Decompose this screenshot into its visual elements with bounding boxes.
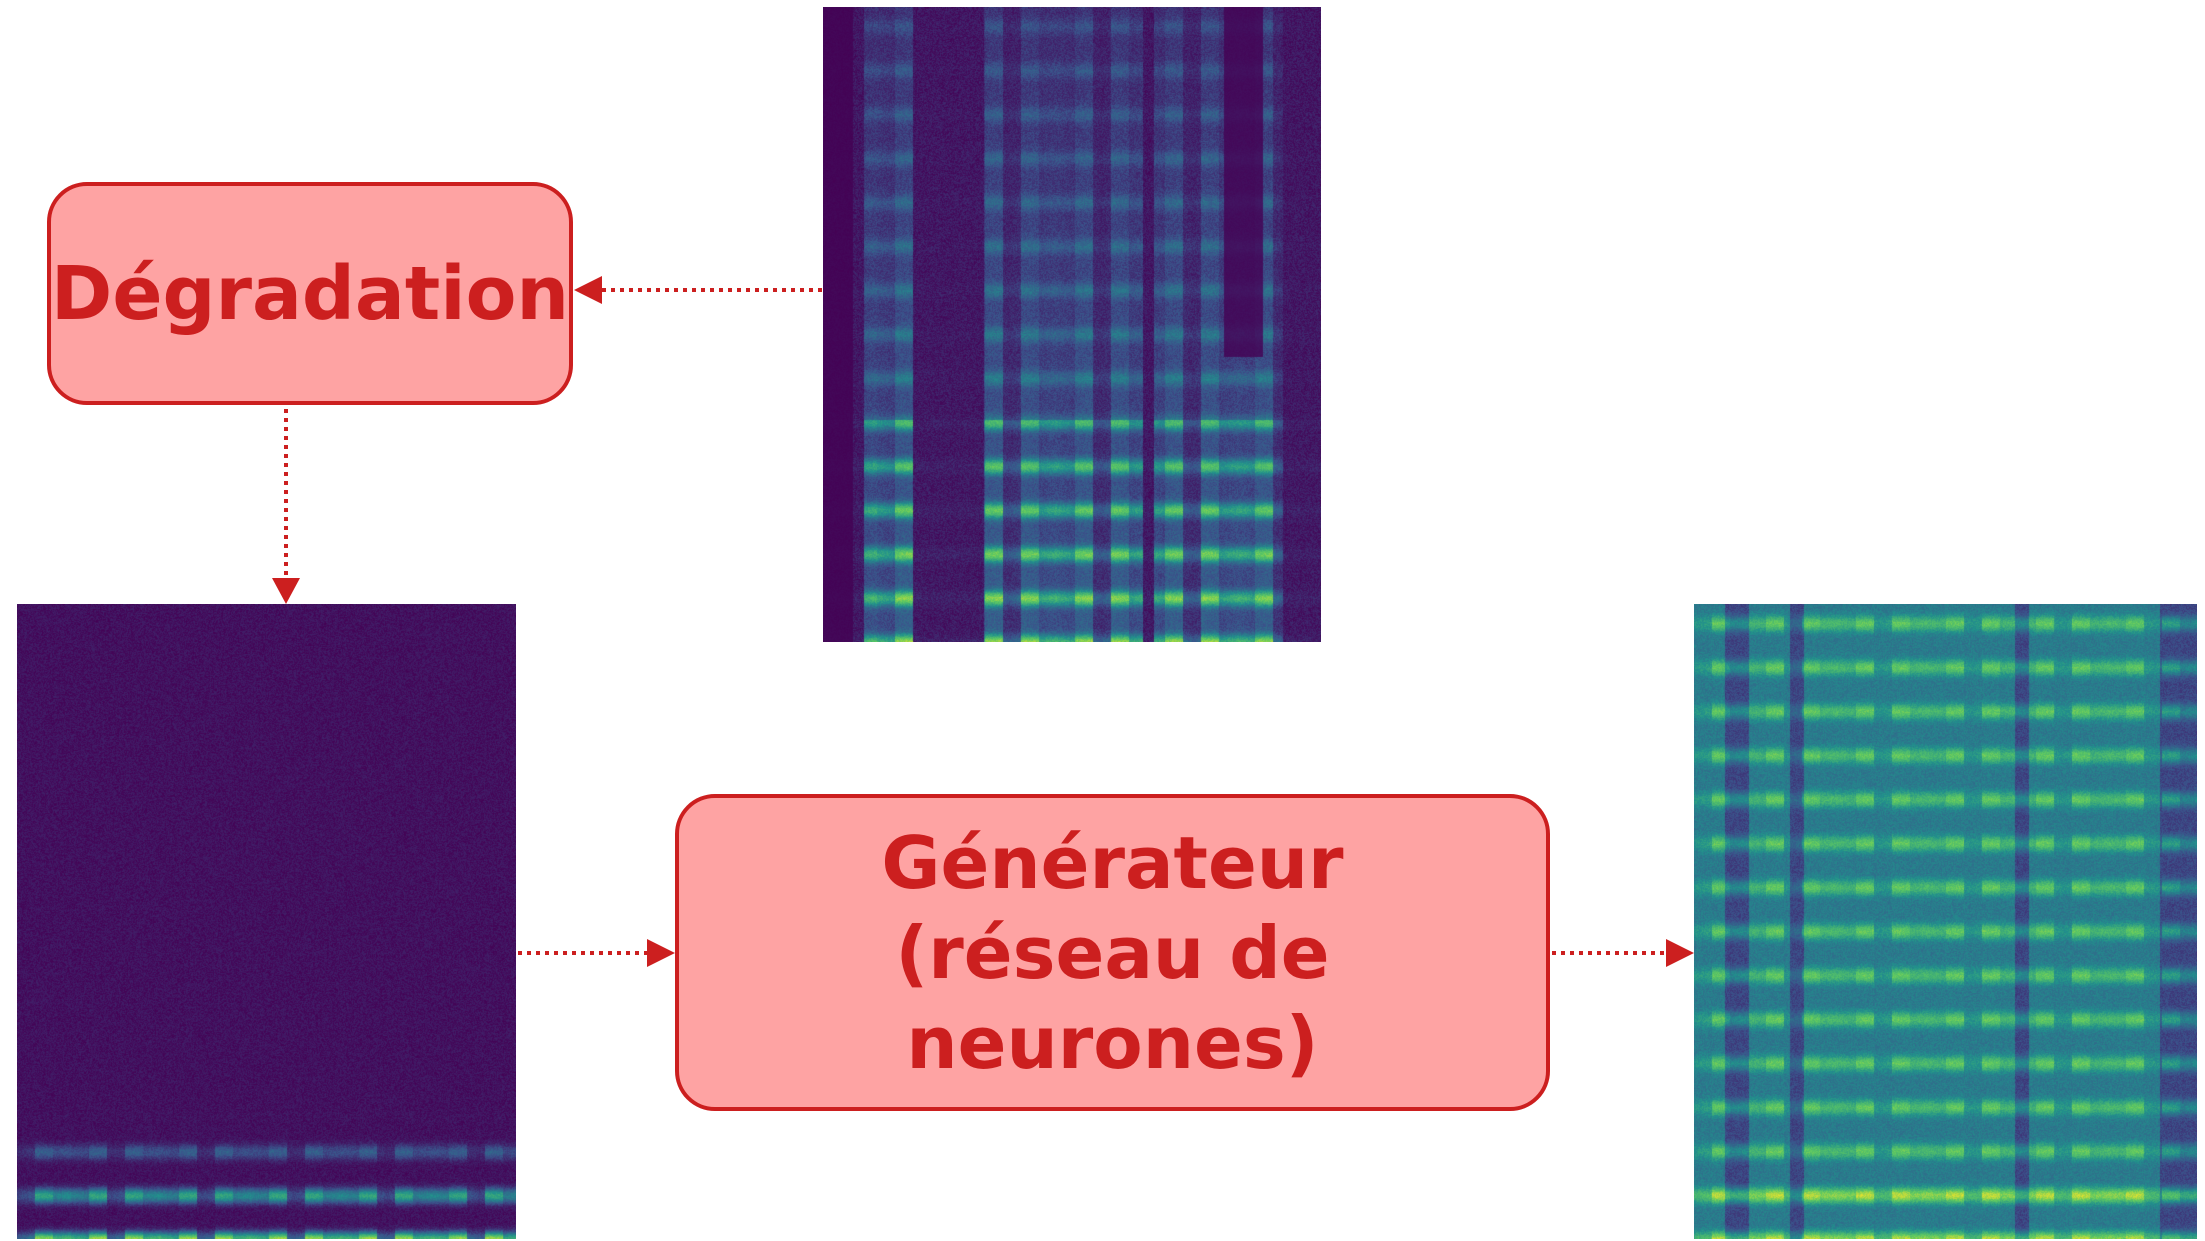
degradation-label: Dégradation	[50, 250, 570, 337]
arrowhead-right-icon	[647, 939, 675, 967]
generated-spectrogram	[1694, 604, 2197, 1239]
arrowhead-down-icon	[272, 578, 300, 604]
generator-sublabel: (réseau de neurones)	[895, 910, 1330, 1085]
generator-label: Générateur	[881, 820, 1344, 905]
degradation-box: Dégradation	[47, 182, 573, 405]
generator-box: Générateur (réseau de neurones)	[675, 794, 1550, 1111]
arrowhead-left-icon	[574, 276, 602, 304]
degraded-spectrogram	[17, 604, 516, 1239]
arrowhead-right-icon	[1666, 939, 1694, 967]
clean-spectrogram	[823, 7, 1321, 642]
